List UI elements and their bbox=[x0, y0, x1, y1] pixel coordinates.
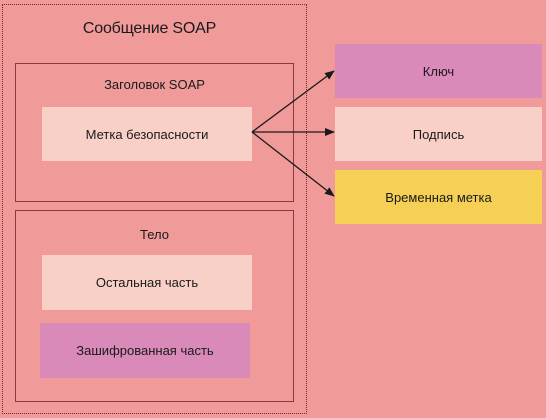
remaining-part-box: Остальная часть bbox=[42, 255, 252, 310]
encrypted-part-box: Зашифрованная часть bbox=[40, 323, 250, 378]
timestamp-box: Временная метка bbox=[335, 170, 542, 224]
soap-header-title: Заголовок SOAP bbox=[104, 77, 205, 92]
soap-body-title: Тело bbox=[140, 227, 169, 242]
soap-message-frame bbox=[2, 4, 307, 414]
soap-message-title: Сообщение SOAP bbox=[82, 20, 217, 37]
soap-body-section: Тело bbox=[15, 210, 294, 402]
signature-box: Подпись bbox=[335, 107, 542, 161]
security-token-box: Метка безопасности bbox=[42, 107, 252, 161]
key-box: Ключ bbox=[335, 44, 542, 98]
